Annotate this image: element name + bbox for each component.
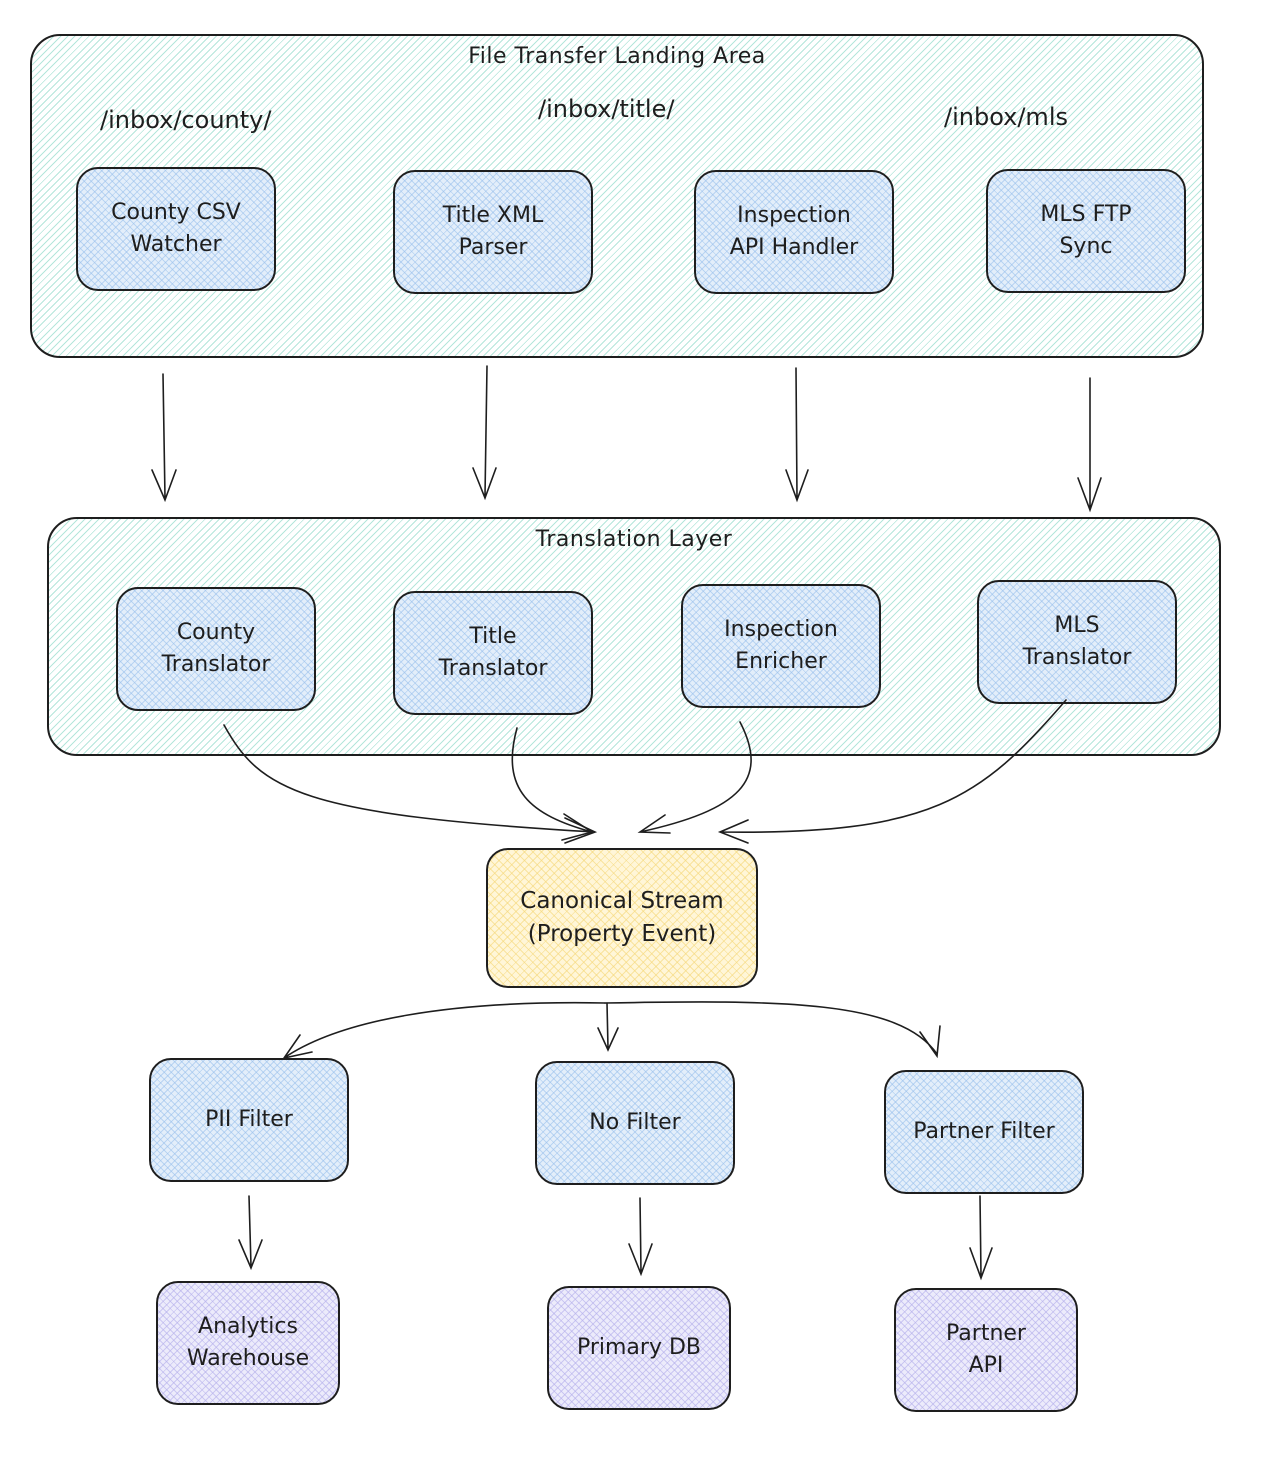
title-xml-parser-node[interactable]: Title XML Parser	[393, 170, 593, 294]
arrow-canonical-to-no-filter	[597, 1002, 619, 1052]
canonical-stream-node[interactable]: Canonical Stream (Property Event)	[486, 848, 758, 988]
county-translator-node[interactable]: County Translator	[116, 587, 316, 711]
arrow-pii-filter-to-warehouse	[238, 1195, 263, 1271]
arrow-county-watcher-to-translator	[151, 373, 177, 503]
arrow-no-filter-to-primary-db	[628, 1197, 653, 1277]
partner-filter-node[interactable]: Partner Filter	[884, 1070, 1084, 1194]
arrow-canonical-to-partner-filter	[604, 1001, 941, 1059]
path-label-county: /inbox/county/	[100, 106, 272, 134]
title-translator-node[interactable]: Title Translator	[393, 591, 593, 715]
mls-translator-node[interactable]: MLS Translator	[977, 580, 1177, 704]
inspection-enricher-node[interactable]: Inspection Enricher	[681, 584, 881, 708]
path-label-mls: /inbox/mls	[944, 103, 1068, 131]
group-title: Translation Layer	[535, 527, 733, 552]
inspection-api-handler-node[interactable]: Inspection API Handler	[694, 170, 894, 294]
pii-filter-node[interactable]: PII Filter	[149, 1058, 349, 1182]
path-label-title: /inbox/title/	[538, 95, 675, 123]
primary-db-node[interactable]: Primary DB	[547, 1286, 731, 1410]
arrow-mls-sync-to-translator	[1077, 377, 1102, 513]
arrow-inspection-handler-to-enricher	[785, 367, 809, 503]
arrow-partner-filter-to-partner-api	[969, 1195, 993, 1281]
no-filter-node[interactable]: No Filter	[535, 1061, 735, 1185]
arrow-canonical-to-pii-filter	[282, 1001, 606, 1060]
partner-api-node[interactable]: Partner API	[894, 1288, 1078, 1412]
analytics-warehouse-node[interactable]: Analytics Warehouse	[156, 1281, 340, 1405]
arrow-title-parser-to-translator	[472, 365, 497, 501]
county-csv-watcher-node[interactable]: County CSV Watcher	[76, 167, 276, 291]
mls-ftp-sync-node[interactable]: MLS FTP Sync	[986, 169, 1186, 293]
group-title: File Transfer Landing Area	[468, 44, 766, 69]
